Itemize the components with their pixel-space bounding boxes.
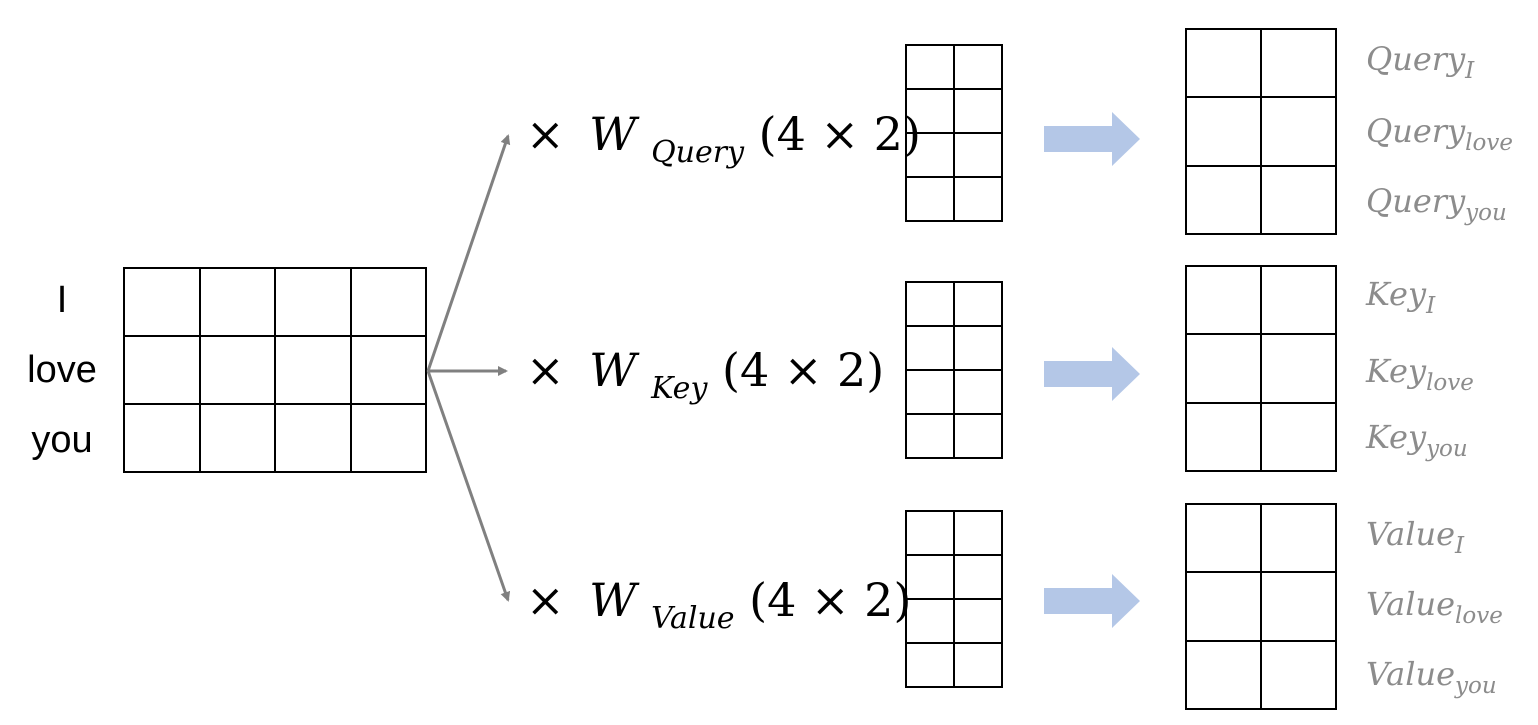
token-label-love: love [27, 349, 97, 391]
op-key-subscript: Key [650, 371, 708, 406]
op-value-w: W [589, 573, 640, 627]
weight-matrix-key [905, 281, 1003, 459]
label-key-I-base: Key [1365, 275, 1427, 313]
output-matrix-value [1185, 503, 1337, 710]
label-key-love-sub: love [1426, 370, 1474, 396]
label-query-love-base: Query [1366, 112, 1466, 150]
weight-matrix-value [905, 510, 1003, 688]
label-value-you-base: Value [1366, 655, 1455, 693]
label-value-I-base: Value [1366, 515, 1455, 553]
label-value-I-sub: I [1454, 533, 1465, 559]
block-arrow-key [1044, 347, 1140, 401]
label-key-I-sub: I [1425, 293, 1436, 319]
label-query-I: QueryI [1366, 40, 1475, 84]
label-query-love: Querylove [1366, 112, 1513, 156]
label-key-you: Keyyou [1365, 418, 1468, 462]
label-key-love-base: Key [1365, 352, 1427, 390]
weight-matrix-query [905, 44, 1003, 222]
op-query-times: × [526, 107, 565, 161]
block-arrow-value [1044, 574, 1140, 628]
output-matrix-query [1185, 28, 1337, 235]
arrow-to-query [426, 134, 511, 372]
label-value-you-sub: you [1454, 673, 1497, 699]
op-value-times: × [526, 573, 565, 627]
op-value: × W Value (4 × 2) [526, 573, 911, 639]
op-key-dims: (4 × 2) [722, 343, 884, 397]
label-key-I: KeyI [1365, 275, 1436, 319]
label-query-I-base: Query [1366, 40, 1466, 78]
label-key-love: Keylove [1365, 352, 1474, 396]
op-key-w: W [589, 343, 640, 397]
label-key-you-sub: you [1425, 436, 1468, 462]
label-query-you-base: Query [1366, 182, 1466, 220]
token-label-you: you [31, 419, 92, 461]
label-value-love-base: Value [1366, 585, 1455, 623]
token-label-I: I [57, 279, 68, 321]
op-query-subscript: Query [651, 135, 745, 170]
label-key-you-base: Key [1365, 418, 1427, 456]
op-query-w: W [589, 107, 640, 161]
label-value-you: Valueyou [1366, 655, 1497, 699]
op-key: × W Key (4 × 2) [526, 343, 884, 409]
block-arrow-query [1044, 112, 1140, 166]
output-matrix-key [1185, 265, 1337, 472]
label-query-love-sub: love [1465, 130, 1513, 156]
label-value-I: ValueI [1366, 515, 1465, 559]
op-key-times: × [526, 343, 565, 397]
op-query: × W Query (4 × 2) [526, 107, 921, 173]
label-query-you: Queryyou [1366, 182, 1507, 226]
input-embedding-matrix [123, 267, 427, 473]
label-query-I-sub: I [1464, 58, 1475, 84]
arrow-to-value [426, 370, 511, 602]
label-value-love: Valuelove [1366, 585, 1503, 629]
label-value-love-sub: love [1455, 603, 1503, 629]
op-query-dims: (4 × 2) [759, 107, 921, 161]
label-query-you-sub: you [1464, 200, 1507, 226]
op-value-subscript: Value [651, 601, 734, 636]
op-value-dims: (4 × 2) [749, 573, 911, 627]
connector-arrows [426, 134, 511, 602]
